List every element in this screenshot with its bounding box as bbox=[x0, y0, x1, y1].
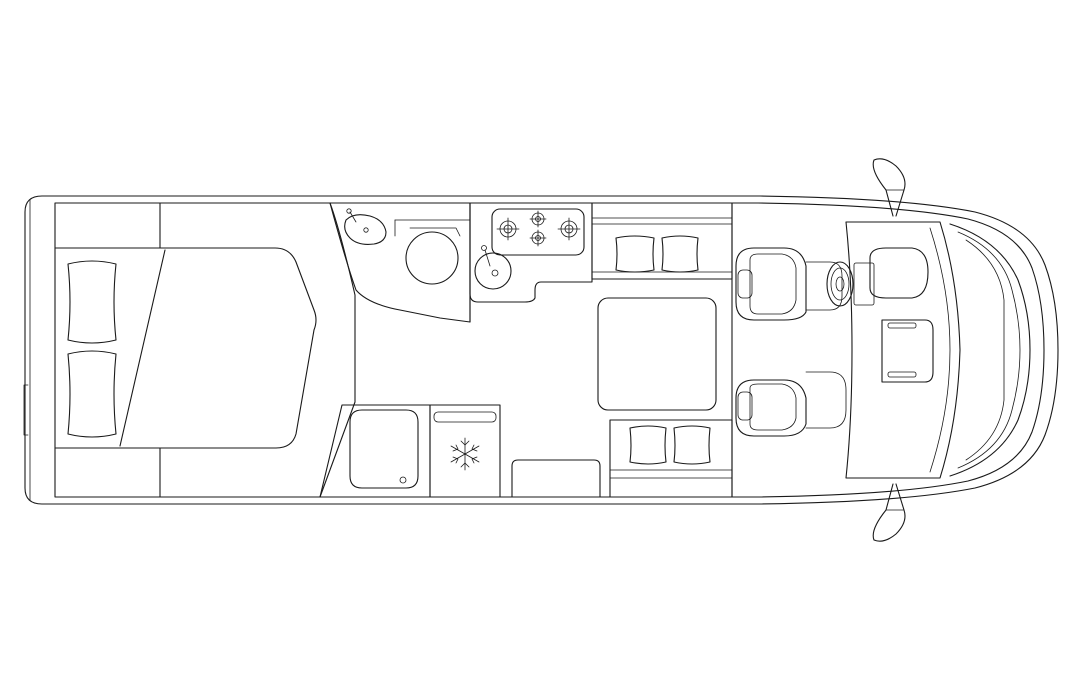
windscreen bbox=[949, 223, 1031, 477]
hob-burner-3 bbox=[529, 229, 547, 247]
bed-pillow-1 bbox=[67, 260, 117, 344]
kitchen-sink bbox=[474, 245, 512, 290]
dashboard bbox=[845, 221, 961, 479]
side-mirror-top bbox=[872, 158, 906, 217]
hob-burner-4 bbox=[557, 217, 581, 241]
snowflake-icon bbox=[450, 437, 480, 471]
kitchen-counter bbox=[469, 202, 593, 323]
hob-burner-2 bbox=[529, 210, 547, 228]
cab-footwell-top bbox=[869, 247, 929, 299]
vehicle-body bbox=[23, 195, 1059, 505]
fridge bbox=[429, 404, 501, 498]
side-mirror-bottom bbox=[872, 483, 906, 542]
dinette-cushion-2 bbox=[661, 235, 699, 273]
cab-seat-driver bbox=[735, 247, 875, 321]
bed-pillow-2 bbox=[67, 350, 117, 438]
cab-seat-passenger bbox=[735, 371, 847, 437]
dinette-cushion-3 bbox=[629, 425, 667, 465]
dinette-cushion-1 bbox=[615, 235, 655, 273]
dinette-bench-bottom bbox=[609, 419, 733, 498]
hob bbox=[491, 208, 585, 256]
washbasin bbox=[344, 208, 387, 245]
washroom bbox=[329, 202, 471, 323]
hob-burner-1 bbox=[496, 217, 520, 241]
dinette-table bbox=[597, 297, 717, 411]
rear-bed bbox=[54, 202, 356, 498]
toilet bbox=[405, 227, 461, 285]
dinette-cushion-4 bbox=[673, 425, 711, 465]
storage-cabinet bbox=[511, 459, 601, 498]
dinette-bench-top bbox=[591, 202, 733, 280]
